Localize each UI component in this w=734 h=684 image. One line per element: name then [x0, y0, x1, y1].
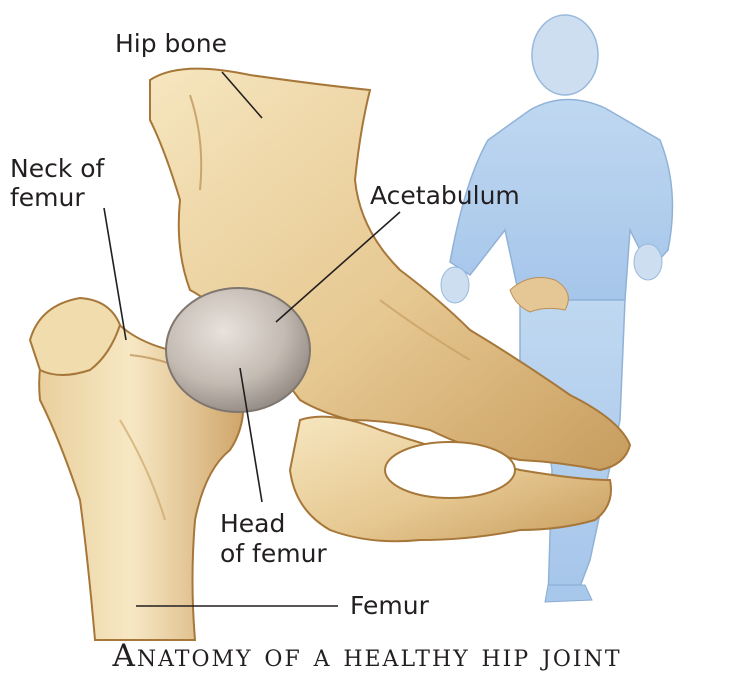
label-head-of-femur-line1: Head — [220, 510, 285, 537]
label-neck-of-femur-line2: femur — [10, 184, 85, 211]
caption: Anatomy of a healthy hip joint — [0, 638, 734, 674]
label-femur: Femur — [350, 592, 429, 619]
femoral-head-shape — [166, 288, 310, 412]
label-hip-bone: Hip bone — [115, 30, 227, 57]
label-acetabulum: Acetabulum — [370, 182, 520, 209]
label-head-of-femur-line2: of femur — [220, 540, 327, 567]
label-neck-of-femur-line1: Neck of — [10, 155, 104, 182]
